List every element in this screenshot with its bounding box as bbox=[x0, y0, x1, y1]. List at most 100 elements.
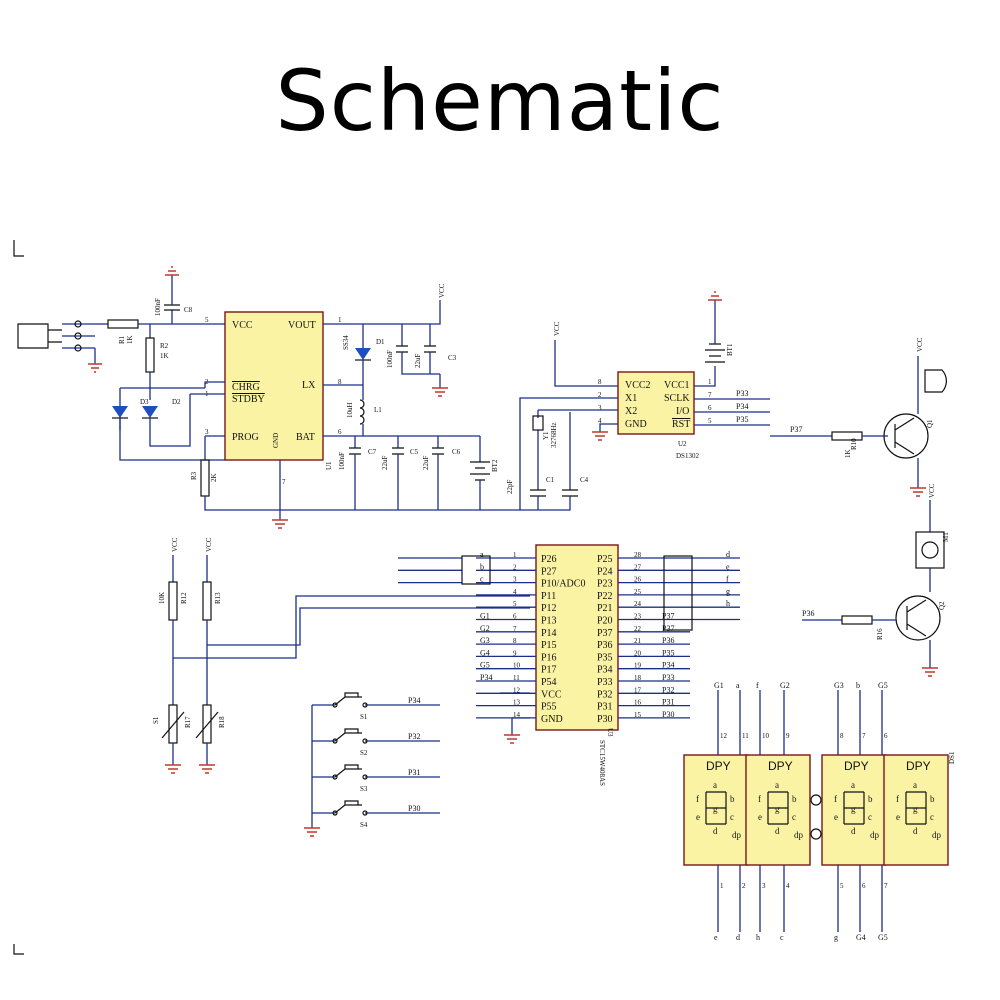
svg-text:Q2: Q2 bbox=[938, 601, 946, 610]
svg-text:VCC: VCC bbox=[928, 483, 936, 498]
u3-left-pin-number: 4 bbox=[513, 588, 517, 596]
button-contact bbox=[334, 800, 362, 814]
svg-text:P33: P33 bbox=[736, 389, 748, 398]
motor-driver: VCC M1 Q2 P36 R16 bbox=[802, 483, 950, 677]
svg-text:VCC: VCC bbox=[232, 320, 253, 331]
u3-right-pin-number: 23 bbox=[634, 613, 642, 621]
u3-right-net-label: P34 bbox=[662, 661, 674, 670]
u3-right-pin-number: 21 bbox=[634, 637, 642, 645]
segment-label: e bbox=[896, 812, 900, 822]
svg-text:C1: C1 bbox=[546, 476, 555, 484]
u3-left-pin-number: 10 bbox=[513, 662, 521, 670]
svg-text:BT2: BT2 bbox=[491, 459, 499, 472]
display-digit-label: DPY bbox=[768, 759, 793, 773]
u3-right-pin-name: P23 bbox=[597, 579, 613, 590]
svg-text:L1: L1 bbox=[374, 406, 382, 414]
svg-text:1: 1 bbox=[708, 378, 712, 386]
display-digit-label: DPY bbox=[906, 759, 931, 773]
svg-text:R13: R13 bbox=[214, 592, 222, 604]
u3-left-net-label: G5 bbox=[480, 661, 490, 670]
u3-right-net-label: d bbox=[726, 550, 730, 559]
svg-text:8: 8 bbox=[338, 378, 342, 386]
corner-mark-top bbox=[13, 240, 24, 257]
u3-left-pin-number: 13 bbox=[513, 699, 521, 707]
svg-text:VCC: VCC bbox=[553, 321, 561, 336]
display-top-net: G5 bbox=[878, 681, 888, 690]
u3-right-pin-name: P34 bbox=[597, 665, 613, 676]
segment-label: dp bbox=[794, 830, 804, 840]
u3-left-pin-name: GND bbox=[541, 714, 563, 725]
u3-right-pin-number: 17 bbox=[634, 686, 642, 694]
display-bottom-pin-number: 2 bbox=[742, 882, 746, 890]
u3-right-net-label: g bbox=[726, 587, 730, 596]
u3-left-pin-number: 12 bbox=[513, 686, 521, 694]
u3-left-pin-name: P13 bbox=[541, 616, 557, 627]
svg-text:10uH: 10uH bbox=[346, 402, 354, 418]
u3-left-pin-name: P27 bbox=[541, 566, 557, 577]
u3-right-net-label: P37 bbox=[662, 624, 674, 633]
segment-label: f bbox=[896, 794, 899, 804]
u3-right-pin-name: P22 bbox=[597, 591, 613, 602]
svg-text:10K: 10K bbox=[158, 592, 166, 604]
u3-right-net-label: P35 bbox=[662, 648, 674, 657]
u3-right-pin-name: P21 bbox=[597, 603, 613, 614]
svg-text:7: 7 bbox=[708, 391, 712, 399]
svg-text:8: 8 bbox=[598, 378, 602, 386]
input-resistors: R1 1K R2 1K C8 100nF bbox=[95, 266, 225, 388]
u3-right-pin-name: P35 bbox=[597, 652, 613, 663]
svg-text:32768Hz: 32768Hz bbox=[550, 422, 558, 448]
u3-left-net-label: G2 bbox=[480, 624, 490, 633]
svg-text:1K: 1K bbox=[160, 352, 169, 360]
display-bottom-net: d bbox=[736, 933, 740, 942]
prog-resistor: R3 2K bbox=[190, 435, 520, 529]
segment-label: f bbox=[758, 794, 761, 804]
segment-label: dp bbox=[870, 830, 880, 840]
svg-text:P37: P37 bbox=[790, 425, 802, 434]
svg-text:D2: D2 bbox=[172, 398, 181, 406]
svg-text:3: 3 bbox=[598, 404, 602, 412]
u3-left-pin-number: 8 bbox=[513, 637, 517, 645]
display-top-net: G3 bbox=[834, 681, 844, 690]
u3-left-pin-name: P15 bbox=[541, 640, 557, 651]
u3-left-pin-name: P55 bbox=[541, 702, 557, 713]
svg-text:R2: R2 bbox=[160, 342, 169, 350]
svg-text:VCC: VCC bbox=[916, 337, 924, 352]
u3-right-pin-number: 24 bbox=[634, 600, 642, 608]
digit-segments bbox=[905, 791, 927, 825]
u3-right-pin-number: 26 bbox=[634, 576, 642, 584]
svg-text:DS1302: DS1302 bbox=[676, 452, 699, 460]
segment-label: b bbox=[930, 794, 935, 804]
display-bottom-net: g bbox=[834, 933, 838, 942]
svg-text:1K: 1K bbox=[844, 449, 852, 458]
svg-text:U2: U2 bbox=[678, 440, 687, 448]
svg-text:STDBY: STDBY bbox=[232, 394, 265, 405]
segment-label: g bbox=[851, 804, 856, 814]
u3-left-pin-number: 5 bbox=[513, 600, 517, 608]
display-digit bbox=[683, 754, 749, 866]
u3-left-net-label: a bbox=[480, 550, 484, 559]
display-bottom-net: G4 bbox=[856, 933, 866, 942]
svg-text:RST: RST bbox=[672, 419, 690, 430]
svg-text:STC15W408AS: STC15W408AS bbox=[598, 740, 606, 786]
svg-text:D1: D1 bbox=[376, 338, 385, 346]
u3-left-net-label: G1 bbox=[480, 612, 490, 621]
u3-right-pin-number: 20 bbox=[634, 649, 642, 657]
svg-text:R1: R1 bbox=[118, 335, 126, 344]
display-top-pin-number: 11 bbox=[742, 732, 749, 740]
u3-left-pin-name: P10/ADC0 bbox=[541, 579, 585, 590]
u3-left-pin-number: 2 bbox=[513, 563, 517, 571]
status-leds: D3 D2 bbox=[112, 381, 225, 461]
svg-text:VCC: VCC bbox=[438, 283, 446, 298]
u3-right-pin-number: 15 bbox=[634, 711, 642, 719]
svg-text:R18: R18 bbox=[218, 716, 226, 728]
u3-right-pin-name: P33 bbox=[597, 677, 613, 688]
svg-text:22uF: 22uF bbox=[414, 354, 422, 369]
corner-mark-bottom bbox=[13, 944, 24, 955]
u3-left-pin-number: 9 bbox=[513, 649, 517, 657]
svg-text:1K: 1K bbox=[126, 335, 134, 344]
u3-left-pin-name: P54 bbox=[541, 677, 557, 688]
u3-right-net-label: P32 bbox=[662, 685, 674, 694]
svg-text:C3: C3 bbox=[448, 354, 457, 362]
svg-text:GND: GND bbox=[625, 419, 647, 430]
